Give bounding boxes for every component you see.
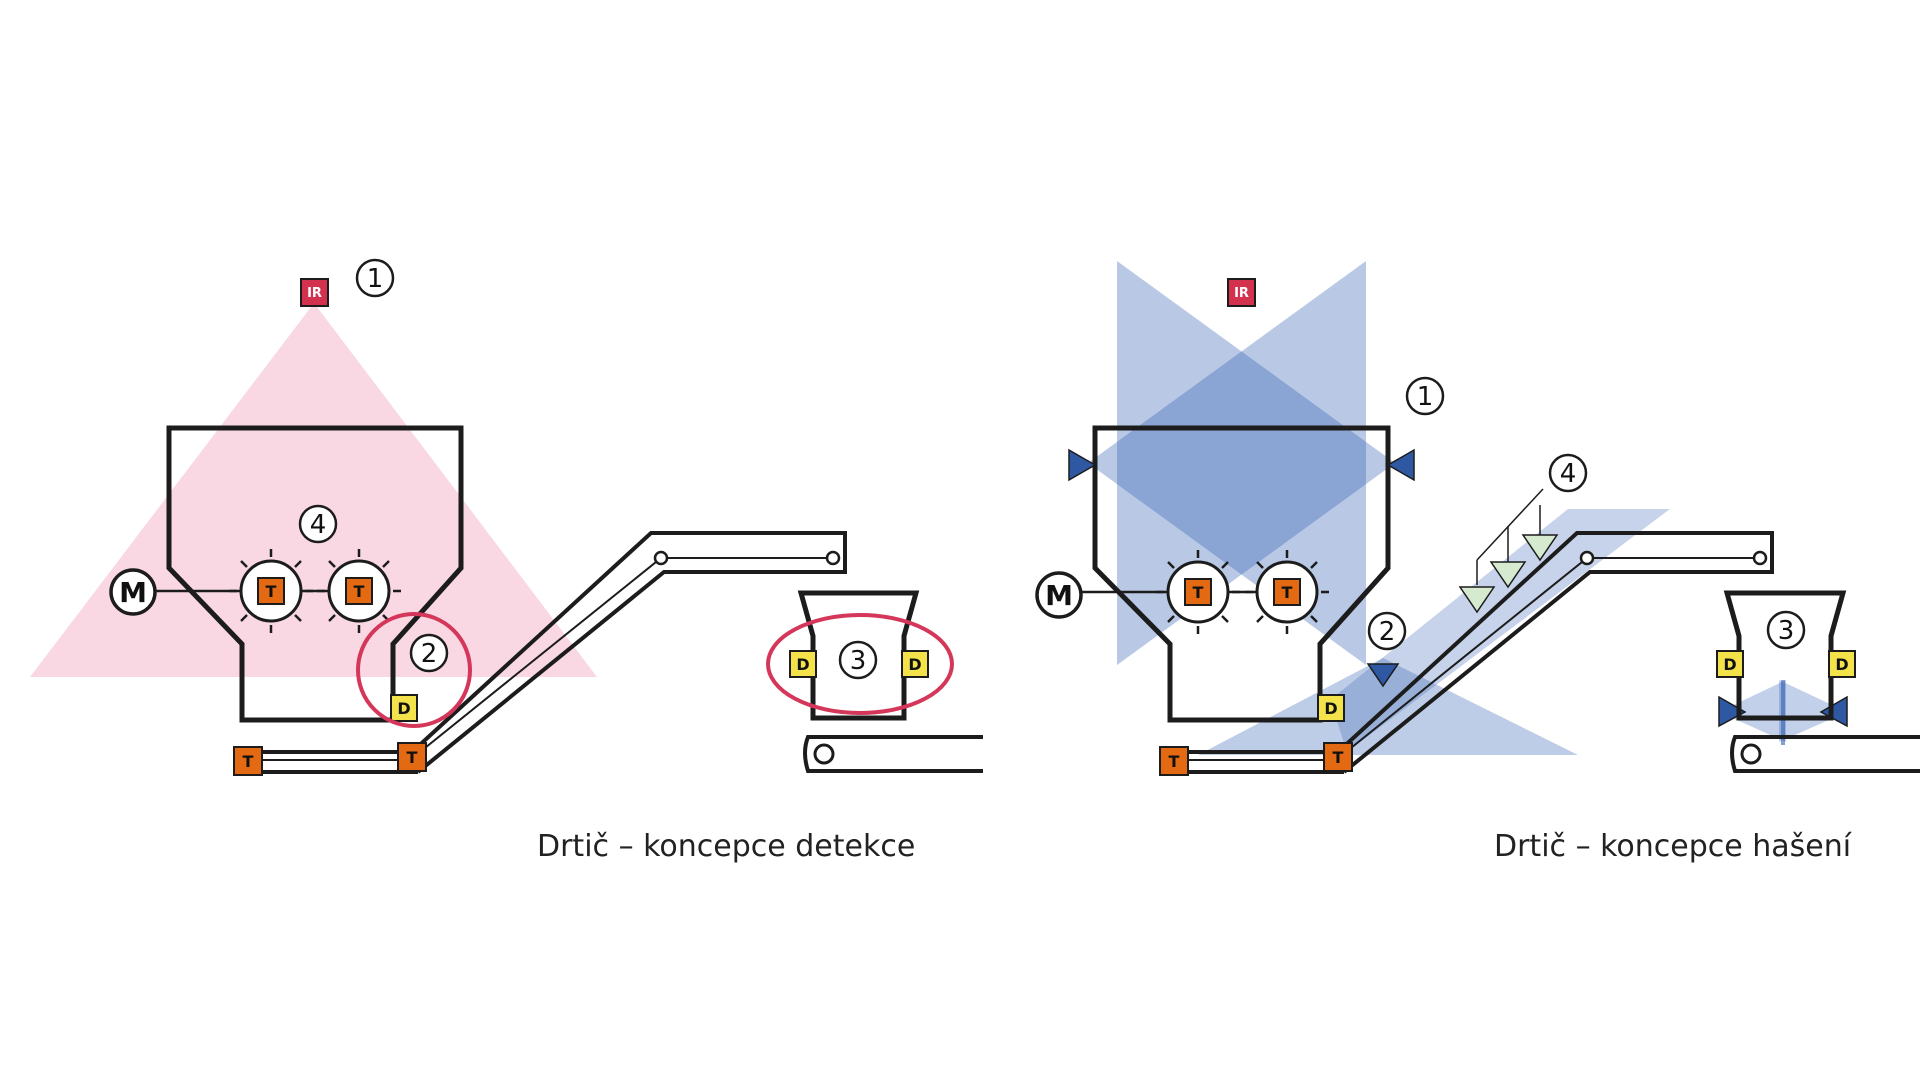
deluge-nozzles [1458,488,1559,614]
marker-label: 1 [367,264,384,294]
temperature-sensor [397,742,427,772]
spark-detector [901,650,929,678]
temperature-sensor [345,577,373,605]
marker-label: 3 [850,646,867,676]
detection-diagram: M T T T T D IR D [30,258,983,864]
ir-sensor-label: IR [307,286,322,301]
nozzle-icon [1386,448,1415,482]
highlight-ring-3 [766,613,954,715]
temperature-sensor-label: T [354,582,365,601]
marker-1: 1 [355,258,395,298]
marker-label: 3 [1778,616,1795,646]
motor [109,568,157,616]
marker-1: 1 [1405,376,1445,416]
marker-4: 4 [1548,453,1588,493]
spark-detector-label: D [1723,655,1736,674]
highlight-ring-2 [356,612,472,728]
spark-detector [1317,694,1345,722]
temperature-sensor-label: T [266,582,277,601]
spark-detector-label: D [796,655,809,674]
temperature-sensor-label: T [1193,583,1204,602]
inclined-conveyor [1335,531,1774,774]
spark-detector-label: D [1835,655,1848,674]
marker-label: 4 [1560,459,1577,489]
spray-zone-bunker [1779,680,1847,742]
temperature-sensor [1184,578,1212,606]
extinguishing-diagram: M T T T T D IR [1035,261,1920,864]
temperature-sensor-label: T [407,748,418,767]
temperature-sensor-label: T [243,752,254,771]
marker-label: 2 [421,639,438,669]
bunker [1723,590,1847,721]
marker-label: 1 [1417,382,1434,412]
nozzle-icon [1718,695,1747,728]
marker-3: 3 [838,640,878,680]
motor [1035,571,1083,619]
spark-detector [1716,650,1744,678]
takeaway-conveyor [1730,735,1920,773]
spark-detector [1828,650,1856,678]
bunker [797,590,920,721]
lower-conveyor [248,750,418,774]
temperature-sensor [257,577,285,605]
ir-sensor-label: IR [1234,286,1249,301]
marker-2: 2 [409,633,449,673]
marker-label: 4 [310,510,327,540]
spark-detector [789,650,817,678]
spray-zone-incline [1330,509,1670,752]
spark-detector-label: D [397,699,410,718]
temperature-sensor-label: T [1333,748,1344,767]
ir-sensor [300,278,329,307]
motor-label: M [1045,579,1073,612]
temperature-sensor [233,746,263,776]
ir-detection-zone [30,303,597,677]
marker-2: 2 [1367,611,1407,651]
takeaway-conveyor [803,735,983,773]
spray-zone-bunker [1719,680,1786,742]
marker-4: 4 [298,504,338,544]
motor-label: M [119,576,147,609]
detection-caption: Drtič – koncepce detekce [537,829,915,864]
nozzle-icon [1068,448,1097,482]
spark-detector-label: D [908,655,921,674]
nozzle-icon [1819,695,1848,728]
lower-conveyor [1174,750,1344,774]
nozzle-icon [1366,663,1400,688]
spark-detector [390,694,418,722]
marker-3: 3 [1766,610,1806,650]
extinguishing-caption: Drtič – koncepce hašení [1494,829,1853,864]
spark-detector-label: D [1324,699,1337,718]
ir-sensor [1227,278,1256,307]
inclined-conveyor [409,531,847,774]
temperature-sensor-label: T [1282,583,1293,602]
temperature-sensor [1273,578,1301,606]
marker-label: 2 [1379,617,1396,647]
temperature-sensor [1323,742,1353,772]
temperature-sensor [1159,746,1189,776]
temperature-sensor-label: T [1169,752,1180,771]
